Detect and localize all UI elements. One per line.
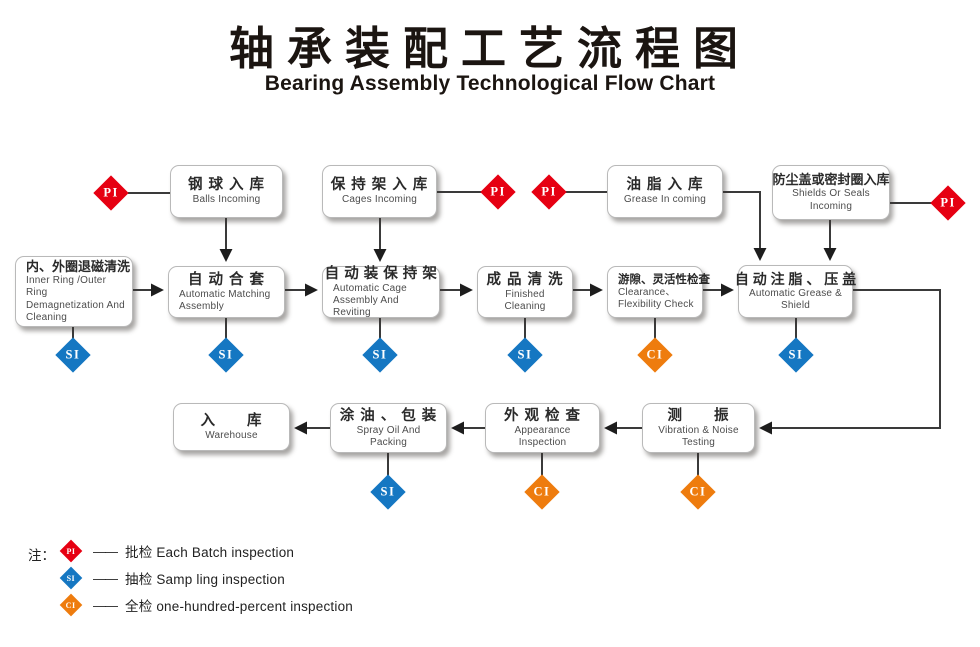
node-vibration-testing: 测 振 Vibration & Noise Testing	[642, 403, 755, 453]
node-shields-incoming: 防尘盖或密封圈入库 Shields Or Seals Incoming	[772, 165, 890, 220]
node-label-en: Cleaning	[26, 311, 68, 323]
ci-marker-label: CI	[646, 347, 664, 362]
si-marker-label: SI	[372, 347, 388, 362]
legend-text: 抽检 Samp ling inspection	[125, 572, 285, 587]
node-label-zh: 自 动 注 脂 、 压 盖	[734, 270, 857, 287]
node-demagnetization-cleaning: 内、外圈退磁清洗 Inner Ring /Outer Ring Demagnet…	[15, 256, 133, 327]
legend-note: 注：	[28, 548, 55, 563]
ci-marker-icon: CI	[58, 592, 84, 618]
node-label-zh: 游隙、灵活性检查	[618, 273, 710, 286]
legend-text: 批检 Each Batch inspection	[125, 545, 295, 560]
node-oil-and-packing: 涂 油 、 包 装 Spray Oil And Packing	[330, 403, 447, 453]
si-marker-label: SI	[788, 347, 804, 362]
legend-text: 全检 one-hundred-percent inspection	[125, 599, 353, 614]
node-label-zh: 保 持 架 入 库	[330, 177, 429, 194]
node-label-zh: 钢 球 入 库	[187, 177, 266, 194]
node-label-zh: 入 库	[200, 412, 263, 429]
node-label-en: Appearance Inspection	[514, 424, 571, 449]
node-grease-and-shield: 自 动 注 脂 、 压 盖 Automatic Grease & Shield	[734, 265, 857, 318]
node-label-en: Automatic Grease & Shield	[748, 288, 843, 312]
node-label-zh: 成 品 清 洗	[486, 271, 564, 288]
si-marker-icon: SI	[58, 565, 84, 591]
node-label-en: Automatic Cage	[333, 282, 407, 294]
page-subtitle: Bearing Assembly Technological Flow Char…	[264, 72, 716, 95]
node-balls-incoming: 钢 球 入 库 Balls Incoming	[170, 165, 283, 218]
node-label-en: Shields Or Seals Incoming	[792, 188, 870, 212]
si-marker-label: SI	[65, 347, 81, 362]
ci-marker-label: CI	[689, 484, 707, 499]
pi-marker-label: PI	[940, 195, 956, 210]
node-label-en: Assembly And Reviting	[333, 294, 399, 319]
node-label-en: Spray Oil And Packing	[356, 424, 421, 449]
node-label-en: Assembly	[179, 301, 224, 313]
node-label-en: Grease In coming	[623, 194, 707, 206]
ci-marker-label: CI	[533, 484, 551, 499]
legend-item-pi: PI —— 批检 Each Batch inspection	[58, 538, 294, 564]
node-label-en: Finished Cleaning	[504, 288, 546, 313]
si-marker-label: SI	[380, 484, 396, 499]
node-finished-cleaning: 成 品 清 洗 Finished Cleaning	[477, 266, 573, 318]
pi-marker-icon: PI	[58, 538, 84, 564]
node-label-en: Automatic Matching	[179, 288, 271, 300]
node-label-zh: 自 动 合 套	[187, 271, 266, 288]
pi-marker-label: PI	[490, 184, 506, 199]
node-label-en: Demagnetization And	[26, 299, 125, 311]
page-title: 轴承装配工艺流程图	[228, 23, 751, 74]
node-label-en: Warehouse	[205, 429, 258, 441]
node-label-zh: 自 动 装 保 持 架	[324, 265, 438, 282]
node-label-zh: 防尘盖或密封圈入库	[772, 172, 890, 188]
node-cages-incoming: 保 持 架 入 库 Cages Incoming	[322, 165, 437, 218]
node-label-zh: 涂 油 、 包 装	[339, 407, 438, 424]
legend-item-si: SI —— 抽检 Samp ling inspection	[58, 565, 285, 591]
node-label-en: Clearance、	[618, 287, 676, 298]
node-label-en: Cages Incoming	[341, 194, 418, 206]
pi-marker-label: PI	[541, 184, 557, 199]
node-label-zh: 油 脂 入 库	[626, 177, 704, 194]
node-grease-incoming: 油 脂 入 库 Grease In coming	[607, 165, 723, 218]
legend-item-ci: CI —— 全检 one-hundred-percent inspection	[58, 592, 353, 618]
node-label-zh: 外 观 检 查	[503, 407, 582, 424]
node-automatic-matching: 自 动 合 套 Automatic Matching Assembly	[168, 266, 285, 318]
node-appearance-inspection: 外 观 检 查 Appearance Inspection	[485, 403, 600, 453]
node-clearance-check: 游隙、灵活性检查 Clearance、 Flexibility Check	[607, 266, 710, 318]
node-label-en: Flexibility Check	[618, 299, 694, 311]
pi-marker-label: PI	[103, 185, 119, 200]
node-cage-assembly: 自 动 装 保 持 架 Automatic Cage Assembly And …	[322, 266, 440, 318]
legend-dash: ——	[93, 570, 118, 586]
si-marker-label: SI	[218, 347, 234, 362]
node-label-en: Inner Ring /Outer Ring	[26, 275, 107, 299]
node-label-zh: 测 振	[667, 407, 730, 424]
node-warehouse: 入 库 Warehouse	[173, 403, 290, 451]
node-label-zh: 内、外圈退磁清洗	[26, 259, 131, 274]
node-label-en: Vibration & Noise Testing	[658, 424, 739, 449]
si-marker-label: SI	[517, 347, 533, 362]
node-label-en: Balls Incoming	[192, 194, 261, 206]
legend-dash: ——	[93, 597, 118, 613]
legend-dash: ——	[93, 543, 118, 559]
